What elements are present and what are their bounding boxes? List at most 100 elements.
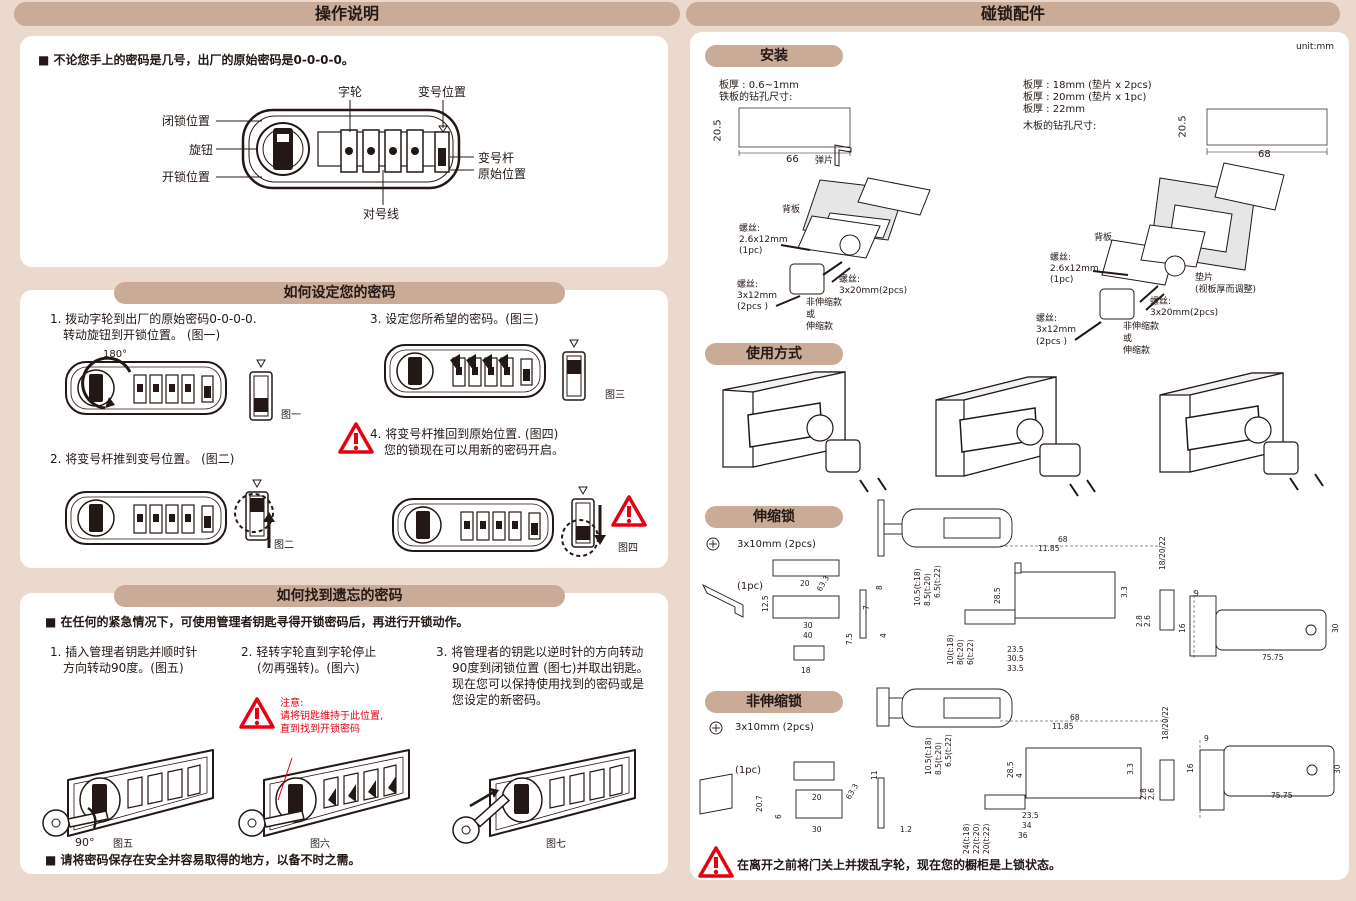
intro-note: ■ 不论您手上的密码是几号，出厂的原始密码是0-0-0-0。 <box>38 53 354 67</box>
screw-e1: 螺丝: <box>1150 297 1172 307</box>
nontele-dim-1: 20.7 <box>755 795 764 812</box>
tele-dim-27: 75.75 <box>1262 653 1284 662</box>
tele-dim-20: 6(t:22) <box>966 639 975 665</box>
install-diagrams <box>738 107 1328 341</box>
tele-pc: (1pc) <box>737 581 764 592</box>
label-locked-pos: 闭锁位置 <box>162 114 211 128</box>
wood-hole: 木板的钻孔尺寸: <box>1023 121 1097 132</box>
nontele-dim-19: 23.5 <box>1022 811 1039 820</box>
nontele-dim-0: 11 <box>870 770 879 780</box>
nontele-dim-10: 8.5(t:20) <box>934 742 943 775</box>
nontele-dim-22: 9 <box>1204 734 1209 743</box>
angle-180: 180° <box>103 349 128 360</box>
nontele-dim-18: 20(t:22) <box>982 824 991 854</box>
screw-d3: (1pc) <box>1050 275 1074 285</box>
forgot-step1-line1: 1. 插入管理者钥匙并顺时针 <box>50 645 198 659</box>
nontele-dim-3: 20 <box>812 793 822 802</box>
non-telescopic-title: 非伸缩锁 <box>705 691 843 713</box>
screw-b1: 螺丝: <box>737 280 759 290</box>
nontele-dim-12: 18/20/22 <box>1161 706 1170 740</box>
usage-diagrams <box>722 371 1324 497</box>
tele-dim-18: 10(t:18) <box>946 635 955 665</box>
spring-label: 弹片 <box>815 156 834 166</box>
wood-t2: 板厚 : 20mm (垫片 x 1pc) <box>1023 92 1147 103</box>
label-original-pos: 原始位置 <box>478 167 527 181</box>
screw-b3: (2pcs ) <box>737 302 768 312</box>
tele-dim-14: 6.5(t:22) <box>933 565 942 598</box>
spacer1: 垫片 <box>1195 273 1214 283</box>
warn-line1: 请将钥匙维持于此位置, <box>280 711 384 722</box>
screw-d1: 螺丝: <box>1050 253 1072 263</box>
fig4-label: 图四 <box>618 543 638 554</box>
tele-dim-5: 40 <box>803 631 813 640</box>
warn-title: 注意: <box>280 698 304 709</box>
nontele-dim-16: 24(t:18) <box>962 824 971 854</box>
tele-dim-25: 16 <box>1178 623 1187 633</box>
right-header: 碰锁配件 <box>686 2 1340 26</box>
screw-b2: 3x12mm <box>737 291 778 301</box>
wood-t3: 板厚 : 22mm <box>1023 104 1085 115</box>
forgot-step2-line2: (勿再强转)。(图六) <box>257 661 360 675</box>
forgot-step3-line1: 3. 将管理者的钥匙以逆时针的方向转动 <box>436 645 644 659</box>
set-step4-line2: 您的锁现在可以用新的密码开启。 <box>384 443 565 457</box>
tele-dim-7: 7 <box>862 605 871 610</box>
wood-w: 68 <box>1258 149 1271 160</box>
screw-a3: (1pc) <box>739 246 763 256</box>
metal-thickness: 板厚 : 0.6~1mm <box>719 80 799 91</box>
tele-dim-0: 20 <box>800 579 810 588</box>
nontele-dim-24: 30 <box>1333 764 1342 774</box>
right-footer-warn-icon <box>698 846 734 878</box>
forgot-step1-line2: 方向转动90度。(图五) <box>63 661 184 675</box>
tele-dim-6: 7.5 <box>845 633 854 645</box>
back-plate-label-b: 背板 <box>1094 233 1113 243</box>
screw-e2: 3x20mm(2pcs) <box>1150 308 1219 318</box>
tele-dim-22: 30.5 <box>1007 654 1024 663</box>
nontele-dim-20: 34 <box>1022 821 1032 830</box>
screw-c1: 螺丝: <box>839 275 861 285</box>
option-or-b: 或 <box>1123 334 1133 344</box>
option-or-a: 或 <box>806 310 816 320</box>
tele-dim-15: 18/20/22 <box>1158 536 1167 570</box>
set-step4-line1: 4. 将变号杆推回到原始位置. (图四) <box>370 427 559 441</box>
tele-dim-9: 18 <box>801 666 811 675</box>
tele-dim-3: 12.5 <box>761 595 770 612</box>
nontele-dim-7: 68 <box>1070 713 1080 722</box>
forgot-title: 如何找到遗忘的密码 <box>114 585 565 607</box>
fig3-label: 图三 <box>605 390 625 401</box>
nontele-dim-2: 6 <box>774 814 783 819</box>
metal-w: 66 <box>786 154 799 165</box>
tele-screw: 3x10mm (2pcs) <box>737 539 816 550</box>
nontele-dim-9: 10.5(t:18) <box>924 737 933 775</box>
warn-line2: 直到找到开锁密码 <box>280 724 360 735</box>
forgot-footer: ■ 请将密码保存在安全并容易取得的地方，以备不时之需。 <box>45 853 361 867</box>
angle-90: 90° <box>75 836 95 849</box>
nontele-dim-6: 1.2 <box>900 825 912 834</box>
nontele-dim-21: 36 <box>1018 831 1028 840</box>
wood-h: 20.5 <box>1177 115 1189 138</box>
tele-dim-29: 2.6 <box>1143 615 1152 627</box>
option2-b: 伸缩款 <box>1123 346 1151 356</box>
nontele-dim-15: 3.3 <box>1126 763 1135 775</box>
option2-a: 伸缩款 <box>806 322 834 332</box>
fig5-label: 图五 <box>113 839 133 850</box>
screw-a2: 2.6x12mm <box>739 235 788 245</box>
fig7-label: 图七 <box>546 839 566 850</box>
nontele-dim-27: 2.6 <box>1147 788 1156 800</box>
tele-dim-28: 2.8 <box>1135 615 1144 627</box>
metal-hole: 铁板的钻孔尺寸: <box>719 92 793 103</box>
nontele-screw: 3x10mm (2pcs) <box>735 722 814 733</box>
screw-c2: 3x20mm(2pcs) <box>839 286 908 296</box>
tele-dim-4: 30 <box>803 621 813 630</box>
option1-a: 非伸缩款 <box>806 298 843 308</box>
screw-a1: 螺丝: <box>739 224 761 234</box>
tele-dim-12: 10.5(t:18) <box>913 568 922 606</box>
set-code-figures <box>65 339 647 557</box>
tele-dim-11: 11.85 <box>1038 544 1060 553</box>
fig6-label: 图六 <box>310 839 330 850</box>
screw-f3: (2pcs ) <box>1036 337 1067 347</box>
label-change-lever: 变号杆 <box>478 151 515 165</box>
forgot-figures <box>42 697 636 849</box>
telescopic-title: 伸缩锁 <box>705 506 843 528</box>
forgot-step3-line2: 90度到闭锁位置 (图七)并取出钥匙。 <box>452 661 649 675</box>
back-plate-label-a: 背板 <box>782 205 801 215</box>
